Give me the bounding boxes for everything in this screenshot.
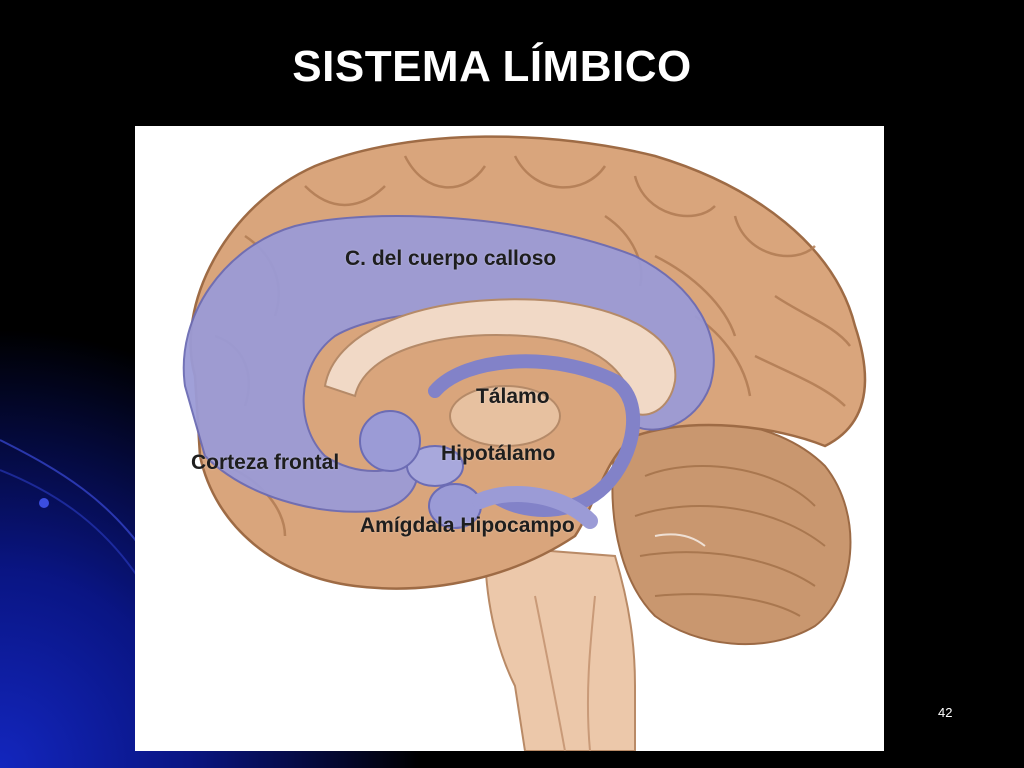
- label-frontal-cortex: Corteza frontal: [191, 451, 340, 474]
- brainstem: [483, 544, 636, 751]
- slide-title: SISTEMA LÍMBICO: [292, 42, 692, 91]
- slide-number: 42: [938, 705, 953, 720]
- brain-sagittal-diagram: [182, 135, 867, 751]
- hippocampus: [472, 485, 598, 529]
- label-cingulate: C. del cuerpo calloso: [345, 247, 557, 270]
- orbitofrontal-region: [359, 410, 421, 472]
- fornix: [428, 354, 641, 517]
- label-hypothalamus: Hipotálamo: [441, 442, 556, 465]
- brain-illustration: C. del cuerpo calloso Tálamo Hipotálamo …: [135, 126, 884, 751]
- label-thalamus: Tálamo: [476, 385, 550, 408]
- label-amygdala-hippocampus: Amígdala Hipocampo: [360, 514, 575, 537]
- thalamus: [449, 385, 561, 447]
- cerebellum: [611, 420, 852, 646]
- corpus-callosum: [323, 298, 677, 416]
